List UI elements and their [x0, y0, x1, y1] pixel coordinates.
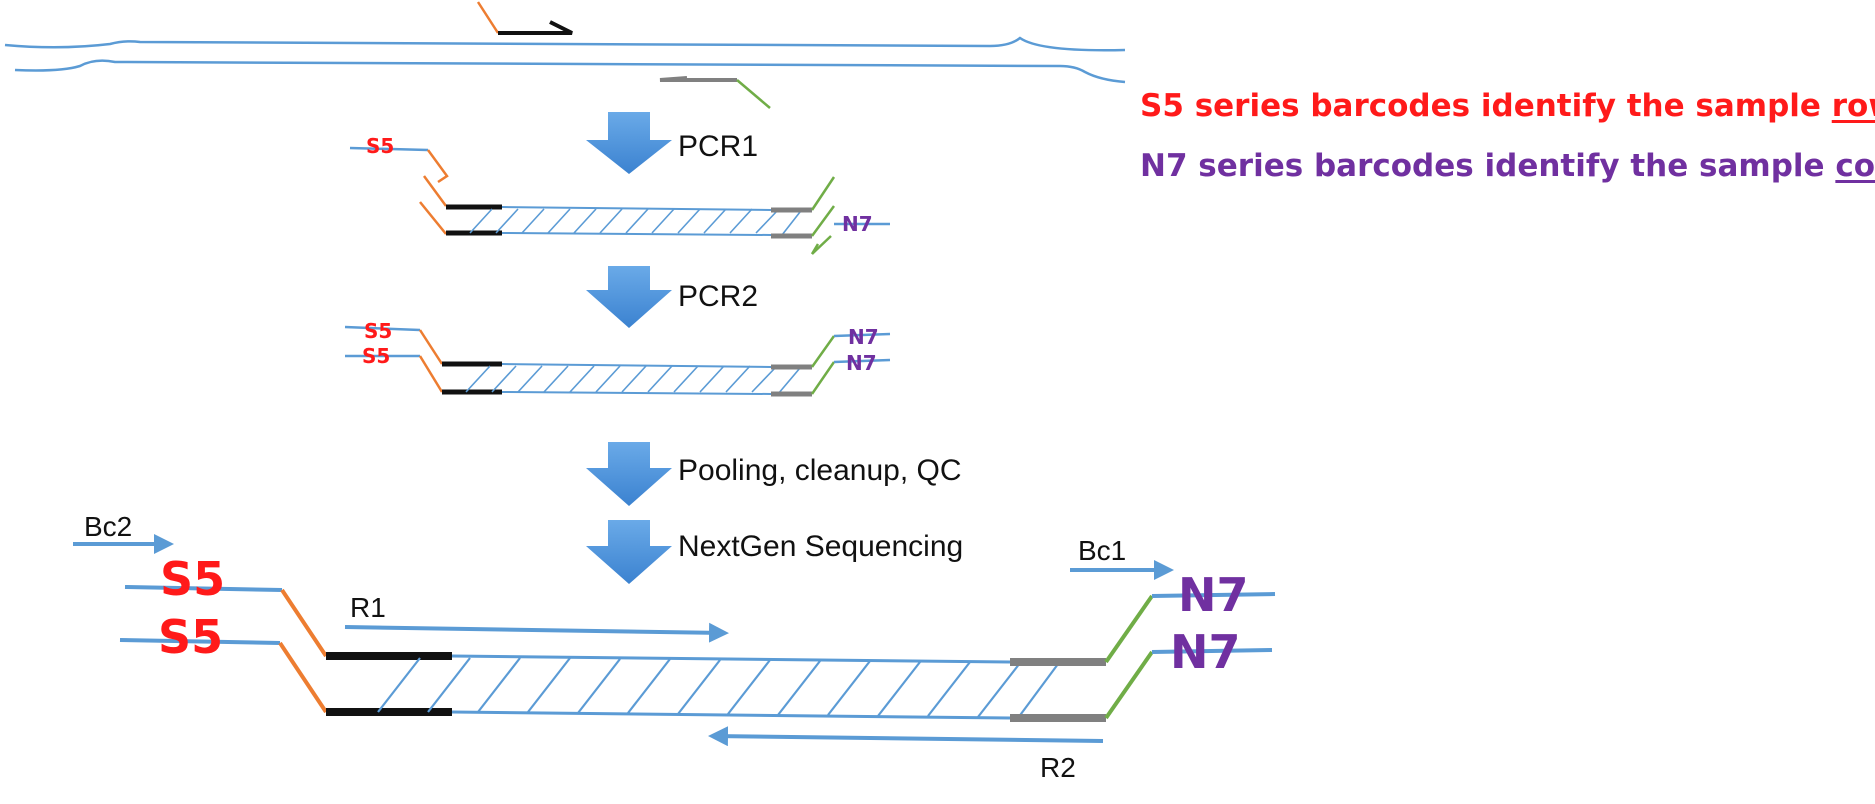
final-s5-label-bottom: S5: [158, 610, 223, 664]
pcr1-n7-label: N7: [842, 212, 873, 236]
pcr1-product: [349, 146, 890, 255]
step-label-pooling: Pooling, cleanup, QC: [678, 454, 962, 487]
r2-read-arrow: [708, 726, 1104, 747]
final-n7-label-top: N7: [1178, 568, 1249, 622]
r1-read-arrow: [344, 622, 729, 643]
r2-label: R2: [1040, 752, 1076, 783]
legend-n7-keyword: column: [1835, 148, 1875, 184]
pcr2-s5-label-top: S5: [364, 319, 392, 343]
bc2-label: Bc2: [84, 511, 132, 542]
reverse-primer: [659, 76, 737, 82]
forward-primer: [498, 20, 573, 35]
read-arrows: [73, 534, 1174, 747]
legend-n7: N7 series barcodes identify the sample c…: [1140, 148, 1875, 184]
step-label-pcr1: PCR1: [678, 130, 758, 163]
step-label-pcr2: PCR2: [678, 280, 758, 313]
pcr2-product: [344, 325, 891, 397]
legend-s5-text: S5 series barcodes identify the sample: [1140, 88, 1832, 124]
bc1-label: Bc1: [1078, 535, 1126, 566]
legend-s5-keyword: row: [1831, 88, 1875, 124]
final-n7-label-bottom: N7: [1170, 625, 1241, 679]
pcr2-n7-label-top: N7: [848, 325, 879, 349]
step-arrow-pcr2: [586, 266, 672, 328]
step-label-sequencing: NextGen Sequencing: [678, 530, 963, 563]
legend-s5: S5 series barcodes identify the sample r…: [1140, 88, 1875, 124]
pcr1-s5-label: S5: [366, 134, 394, 158]
step-arrow-pooling: [586, 442, 672, 506]
final-s5-label-top: S5: [160, 552, 225, 606]
step-arrows: [586, 112, 672, 584]
legend-n7-text: N7 series barcodes identify the sample: [1140, 148, 1836, 184]
step-arrow-pcr1: [586, 112, 672, 174]
step-arrow-sequencing: [586, 520, 672, 584]
pcr2-s5-label-bottom: S5: [362, 344, 390, 368]
r1-label: R1: [350, 592, 386, 623]
reverse-primer-tail: [736, 79, 771, 109]
pcr2-n7-label-bottom: N7: [846, 351, 877, 375]
genomic-template: [4, 1, 1126, 109]
forward-primer-tail: [476, 1, 500, 34]
final-library: [119, 585, 1276, 722]
